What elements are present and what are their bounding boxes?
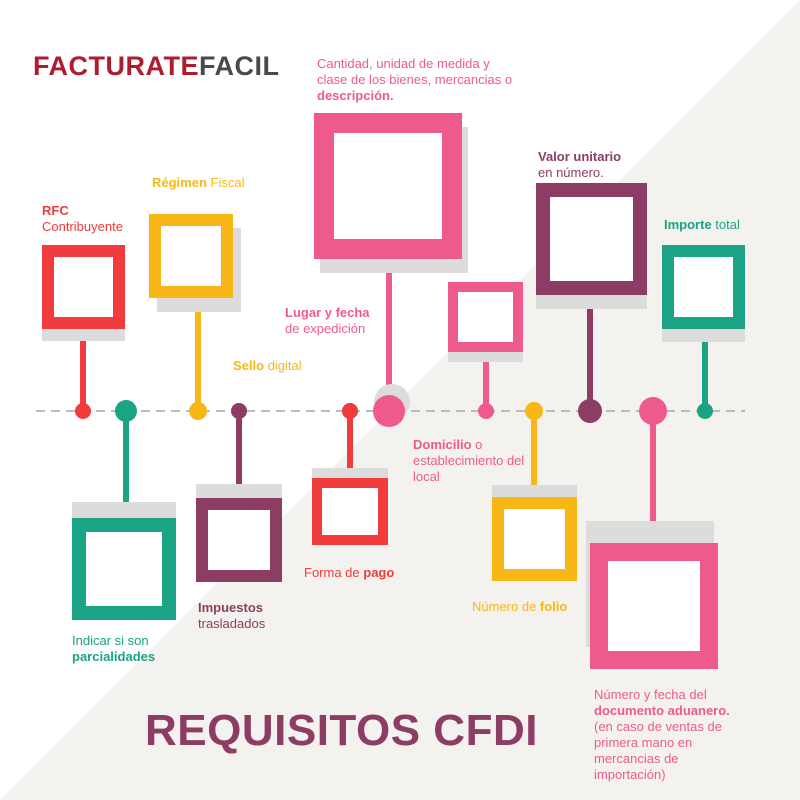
label-aduanero-bold: documento aduanero.	[594, 703, 730, 718]
label-lugar: Lugar y fecha de expedición	[285, 305, 405, 337]
label-sello: Sello digital	[233, 358, 353, 374]
label-pago-bold: pago	[363, 565, 395, 580]
label-valor-text: en número.	[538, 165, 604, 180]
box-regimen	[149, 214, 233, 298]
box-lugar	[448, 282, 523, 352]
box-folio	[492, 497, 577, 581]
label-impuestos: Impuestos trasladados	[198, 600, 318, 632]
label-importe-bold: Importe	[664, 217, 712, 232]
dot-folio	[525, 402, 543, 420]
brand-logo-part1: FACTURATE	[33, 51, 199, 81]
brand-logo: FACTURATEFACIL	[33, 50, 280, 82]
box-pago	[312, 478, 388, 545]
box-valor	[536, 183, 647, 295]
dot-lugar	[478, 403, 494, 419]
dot-rfc	[75, 403, 91, 419]
page-title: REQUISITOS CFDI	[145, 706, 538, 755]
label-folio-bold: folio	[539, 599, 568, 614]
label-parcialidades: Indicar si son parcialidades	[72, 633, 212, 665]
dot-regimen	[189, 402, 207, 420]
label-folio: Número de folio	[472, 599, 602, 615]
box-importe	[662, 245, 745, 329]
dot-aduanero	[639, 397, 667, 425]
label-regimen-bold: Régimen	[152, 175, 207, 190]
label-domicilio: Domicilio o establecimiento del local	[413, 437, 528, 485]
dot-pago	[342, 403, 358, 419]
label-aduanero-text: Número y fecha del	[594, 687, 707, 702]
label-pago: Forma de pago	[304, 565, 424, 581]
label-sello-text: digital	[264, 358, 302, 373]
label-domicilio-bold: Domicilio	[413, 437, 472, 452]
label-regimen: Régimen Fiscal	[152, 175, 302, 191]
label-pago-text: Forma de	[304, 565, 364, 580]
label-regimen-text: Fiscal	[206, 175, 245, 190]
dot-parcialidades	[115, 400, 137, 422]
label-rfc: RFC Contribuyente	[42, 203, 172, 235]
label-descripcion-text: Cantidad, unidad de medida y clase de lo…	[317, 56, 513, 87]
label-impuestos-bold: Impuestos	[198, 600, 264, 615]
dot-impuestos	[231, 403, 247, 419]
label-parcialidades-bold: parcialidades	[72, 649, 156, 664]
box-rfc	[42, 245, 125, 329]
label-parcialidades-text: Indicar si son	[72, 633, 149, 648]
label-folio-text: Número de	[472, 599, 540, 614]
box-aduanero	[590, 543, 718, 669]
timeline-dots	[75, 384, 713, 427]
label-lugar-text: de expedición	[285, 321, 366, 336]
label-valor-bold: Valor unitario	[538, 149, 622, 164]
label-domicilio-text: o establecimiento del local	[413, 437, 525, 484]
dot-descripcion	[373, 395, 405, 427]
label-descripcion-bold: descripción.	[317, 88, 394, 103]
label-importe-text: total	[711, 217, 740, 232]
label-impuestos-text: trasladados	[198, 616, 266, 631]
label-valor: Valor unitario en número.	[538, 149, 668, 181]
label-aduanero: Número y fecha del documento aduanero. (…	[594, 687, 744, 783]
brand-logo-part2: FACIL	[199, 51, 280, 81]
label-descripcion: Cantidad, unidad de medida y clase de lo…	[317, 56, 522, 104]
dot-valor	[578, 399, 602, 423]
connector-stems	[80, 259, 708, 543]
label-rfc-bold: RFC	[42, 203, 69, 218]
label-lugar-bold: Lugar y fecha	[285, 305, 370, 320]
label-aduanero-note: (en caso de ventas de primera mano en me…	[594, 719, 722, 782]
box-impuestos	[196, 498, 282, 582]
label-rfc-text: Contribuyente	[42, 219, 123, 234]
label-importe: Importe total	[664, 217, 784, 233]
label-sello-bold: Sello	[233, 358, 265, 373]
box-parcialidades	[72, 518, 176, 620]
dot-importe	[697, 403, 713, 419]
box-descripcion	[314, 113, 462, 259]
